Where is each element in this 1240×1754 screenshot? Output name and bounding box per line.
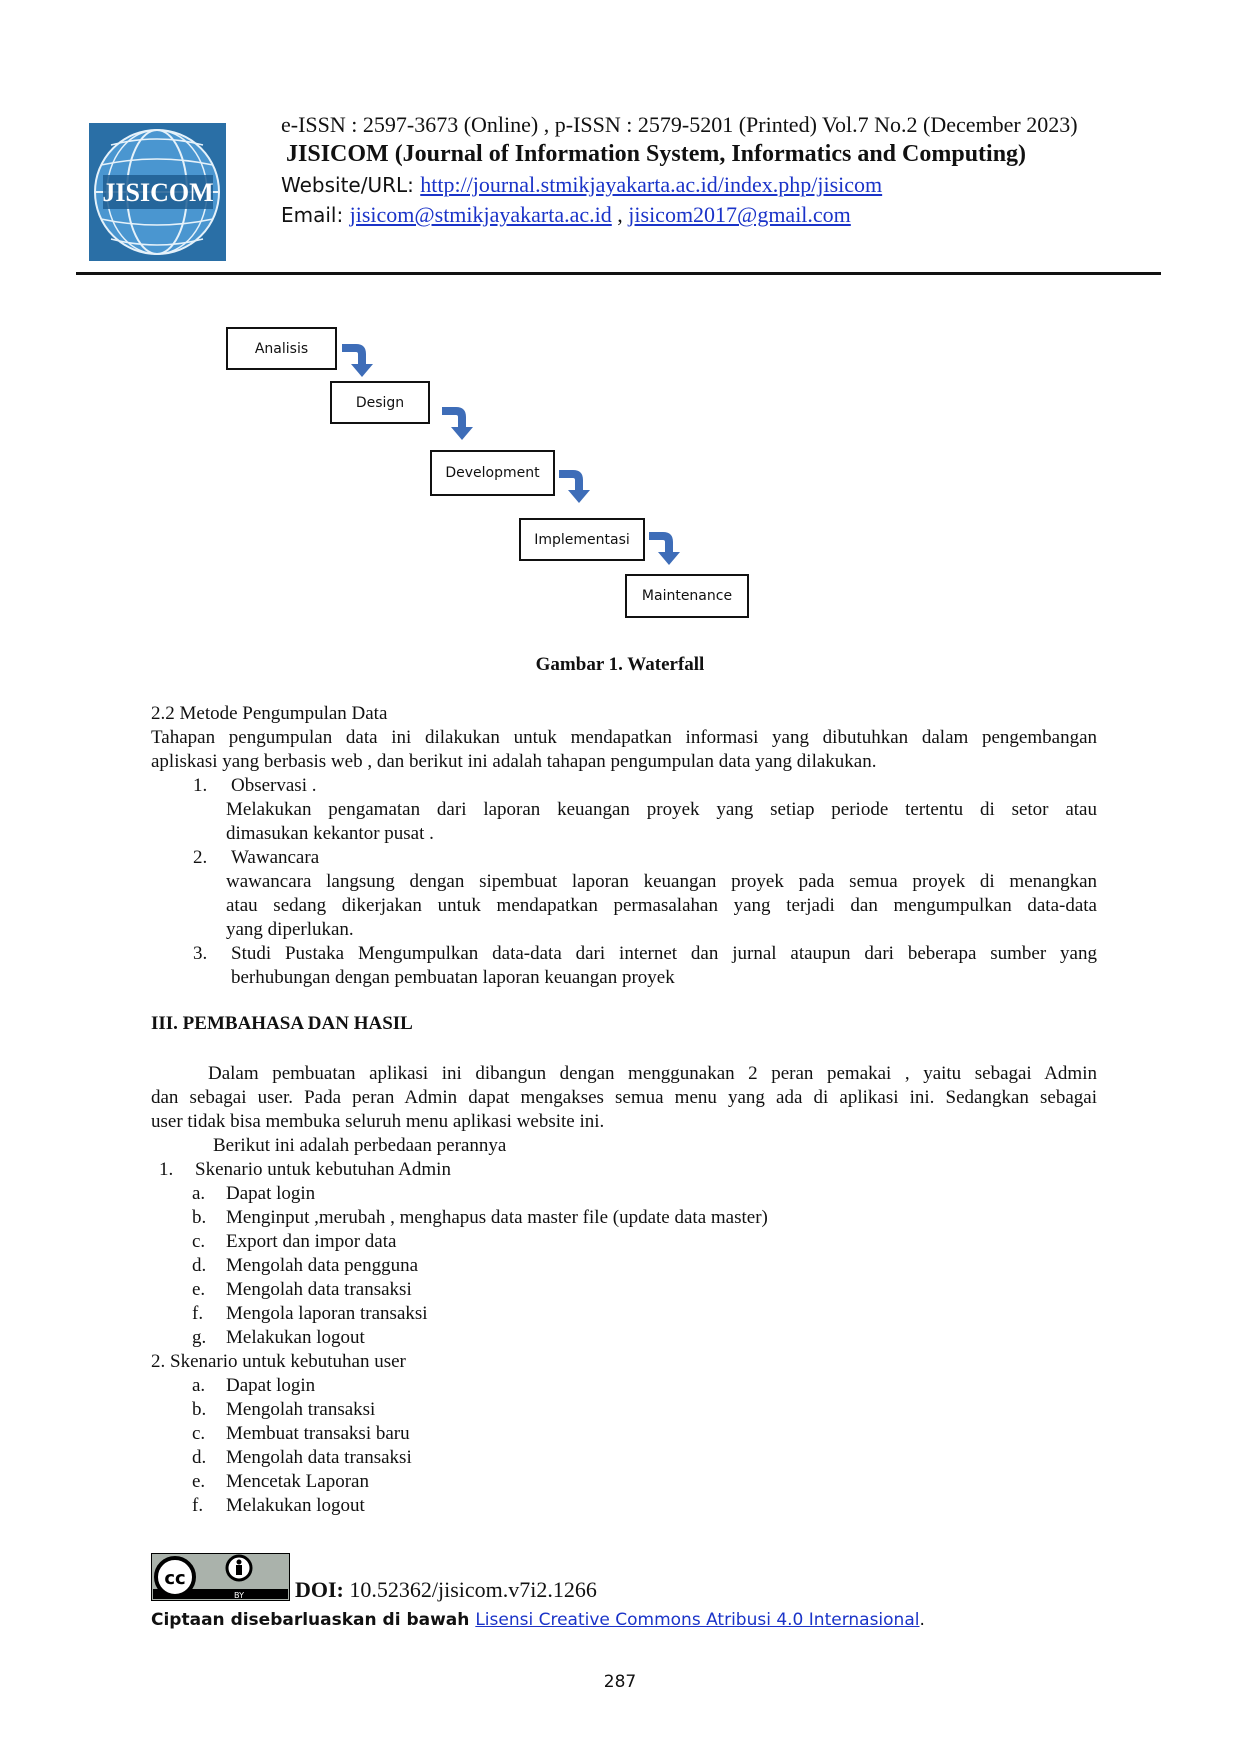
list-item-letter: g. <box>192 1327 207 1348</box>
figure-caption: Gambar 1. Waterfall <box>535 654 705 675</box>
down-right-arrow-icon <box>559 470 590 503</box>
down-right-arrow-icon <box>342 344 373 377</box>
doi-label: DOI: <box>295 1577 344 1602</box>
email-line: Email: jisicom@stmikjayakarta.ac.id , ji… <box>281 202 851 228</box>
list-num-3: 3. <box>193 943 208 964</box>
journal-full: (Journal of Information System, Informat… <box>394 141 1027 167</box>
step-development: Development <box>430 450 555 496</box>
issn-line: e-ISSN : 2597-3673 (Online) , p-ISSN : 2… <box>281 112 1078 137</box>
list-item-letter: d. <box>192 1447 207 1468</box>
list-item-text: Export dan impor data <box>226 1231 397 1252</box>
list-item-letter: b. <box>192 1207 207 1228</box>
list-num-2: 2. <box>193 847 208 868</box>
observasi-line-2: dimasukan kekantor pusat . <box>226 823 434 844</box>
email-link-1[interactable]: jisicom@stmikjayakarta.ac.id <box>349 202 612 227</box>
admin-list-num: 1. <box>159 1159 174 1180</box>
cc-by-badge: cc BY <box>150 1552 291 1602</box>
step-implementasi: Implementasi <box>519 518 645 561</box>
wawancara-line-2: atau sedang dikerjakan untuk mendapatkan… <box>226 895 1097 916</box>
by-label: BY <box>234 1591 244 1600</box>
list-item-letter: b. <box>192 1399 207 1420</box>
step-maintenance: Maintenance <box>625 574 749 618</box>
section-2-2-heading: 2.2 Metode Pengumpulan Data <box>151 703 388 724</box>
list-item-text: Mengolah data transaksi <box>226 1279 412 1300</box>
list-item-letter: e. <box>192 1279 206 1300</box>
email-separator: , <box>611 202 629 227</box>
journal-logo: JISICOM <box>89 123 226 261</box>
list-item-text: Membuat transaksi baru <box>226 1423 410 1444</box>
observasi-title: Observasi . <box>231 775 317 796</box>
list-item-letter: a. <box>192 1183 206 1204</box>
list-item-text: Dapat login <box>226 1183 316 1204</box>
list-item-text: Mengolah transaksi <box>226 1399 376 1420</box>
list-item-text: Dapat login <box>226 1375 316 1396</box>
list-item-letter: e. <box>192 1471 206 1492</box>
license-link[interactable]: Lisensi Creative Commons Atribusi 4.0 In… <box>475 1610 920 1630</box>
list-item-text: Mengolah data transaksi <box>226 1447 412 1468</box>
section-2-2-intro-line-2: apliskasi yang berbasis web , dan beriku… <box>151 751 877 772</box>
waterfall-figure: Analisis Design Development Implementasi… <box>0 0 1240 700</box>
section-3-para-line-2: dan sebagai user. Pada peran Admin dapat… <box>151 1087 1097 1108</box>
list-item-text: Mencetak Laporan <box>226 1471 369 1492</box>
section-3-para-line-3: user tidak bisa membuka seluruh menu apl… <box>151 1111 605 1132</box>
list-item-text: Mengola laporan transaksi <box>226 1303 428 1324</box>
step-analisis: Analisis <box>226 327 337 370</box>
list-item-letter: a. <box>192 1375 206 1396</box>
website-label: Website/URL: <box>281 173 421 197</box>
list-item-letter: d. <box>192 1255 207 1276</box>
down-right-arrow-icon <box>442 407 473 440</box>
admin-scenario-title: Skenario untuk kebutuhan Admin <box>195 1159 451 1180</box>
observasi-line-1: Melakukan pengamatan dari laporan keuang… <box>226 799 1097 820</box>
list-num-1: 1. <box>193 775 208 796</box>
email-label: Email: <box>281 203 350 227</box>
studi-pustaka-line-2: berhubungan dengan pembuatan laporan keu… <box>231 967 675 988</box>
doi-line: DOI: 10.52362/jisicom.v7i2.1266 <box>295 1577 597 1603</box>
wawancara-line-3: yang diperlukan. <box>226 919 354 940</box>
email-link-2[interactable]: jisicom2017@gmail.com <box>628 202 851 227</box>
license-prefix: Ciptaan disebarluaskan di bawah <box>151 1610 476 1630</box>
header-rule <box>76 272 1161 275</box>
list-item-text: Mengolah data pengguna <box>226 1255 419 1276</box>
license-suffix: . <box>919 1610 925 1630</box>
step-design: Design <box>330 381 430 424</box>
list-item-letter: f. <box>192 1495 204 1516</box>
license-line: Ciptaan disebarluaskan di bawah Lisensi … <box>151 1610 925 1630</box>
doi-value: 10.52362/jisicom.v7i2.1266 <box>343 1577 597 1602</box>
wawancara-line-1: wawancara langsung dengan sipembuat lapo… <box>226 871 1097 892</box>
website-link[interactable]: http://journal.stmikjayakarta.ac.id/inde… <box>420 172 883 197</box>
section-2-2-intro-line-1: Tahapan pengumpulan data ini dilakukan u… <box>151 727 1097 748</box>
journal-title: JISICOM (Journal of Information System, … <box>286 141 1026 168</box>
user-scenario-title: 2. Skenario untuk kebutuhan user <box>151 1351 406 1372</box>
down-right-arrow-icon <box>649 532 680 565</box>
list-item-text: Melakukan logout <box>226 1495 365 1516</box>
list-item-letter: c. <box>192 1423 206 1444</box>
logo-text: JISICOM <box>102 178 213 207</box>
page-number: 287 <box>603 1672 637 1692</box>
list-item-letter: f. <box>192 1303 204 1324</box>
list-item-letter: c. <box>192 1231 206 1252</box>
section-3-heading: III. PEMBAHASA DAN HASIL <box>151 1013 413 1034</box>
studi-pustaka-line-1: Studi Pustaka Mengumpulkan data-data dar… <box>231 943 1097 964</box>
website-line: Website/URL: http://journal.stmikjayakar… <box>281 172 882 198</box>
journal-abbr: JISICOM <box>286 141 389 167</box>
wawancara-title: Wawancara <box>231 847 320 868</box>
section-3-para-line-1: Dalam pembuatan aplikasi ini dibangun de… <box>208 1063 1097 1084</box>
section-3-lead: Berikut ini adalah perbedaan perannya <box>213 1135 507 1156</box>
list-item-text: Menginput ,merubah , menghapus data mast… <box>226 1207 768 1228</box>
list-item-text: Melakukan logout <box>226 1327 365 1348</box>
cc-icon: cc <box>164 1568 185 1589</box>
